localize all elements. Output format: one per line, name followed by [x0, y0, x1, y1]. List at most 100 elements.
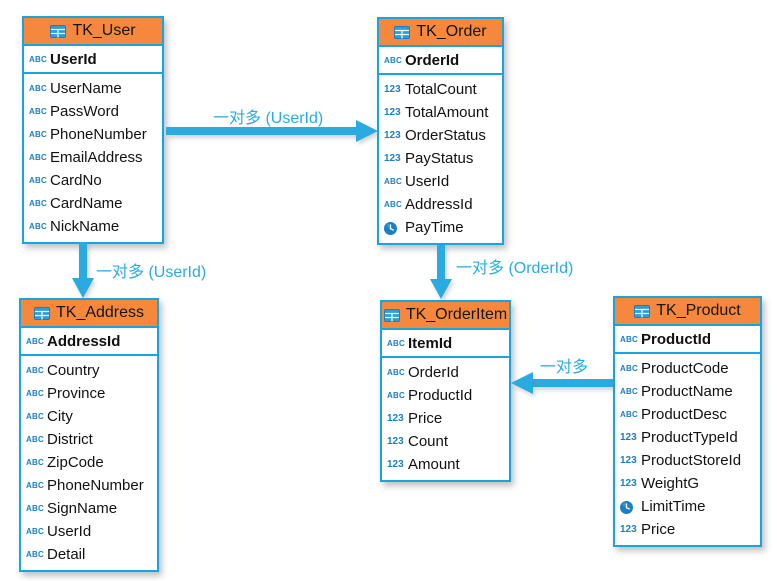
- field-row: PayTime: [379, 216, 502, 239]
- primary-key-name: OrderId: [405, 51, 460, 69]
- field-name: UserId: [47, 523, 92, 540]
- relation-arrow-shaft: [437, 245, 445, 280]
- field-name: PhoneNumber: [50, 126, 147, 143]
- table-title: TK_User: [72, 22, 136, 39]
- table-title: TK_Order: [416, 23, 487, 40]
- abc-text-icon: ABC: [26, 336, 44, 346]
- primary-key-name: ProductId: [641, 330, 711, 348]
- field-row: 123 TotalCount: [379, 78, 502, 101]
- abc-text-icon: ABC: [26, 527, 44, 536]
- abc-text-icon: ABC: [384, 55, 402, 65]
- field-row: 123 OrderStatus: [379, 124, 502, 147]
- field-row: 123 Count: [382, 430, 509, 453]
- relation-arrow-shaft: [533, 379, 613, 387]
- field-name: PhoneNumber: [47, 477, 144, 494]
- field-name: ProductName: [641, 383, 733, 400]
- abc-text-icon: ABC: [29, 176, 47, 185]
- table-grid-icon: [50, 24, 67, 38]
- relation-label: 一对多 (UserId): [213, 110, 324, 127]
- field-name: TotalCount: [405, 81, 477, 98]
- field-name: Detail: [47, 546, 86, 563]
- field-name: TotalAmount: [405, 104, 489, 121]
- 123-number-icon: 123: [620, 524, 637, 535]
- primary-key-row: ABC AddressId: [21, 328, 157, 356]
- 123-number-icon: 123: [387, 413, 404, 424]
- field-name: PayStatus: [405, 150, 474, 167]
- table-header[interactable]: TK_Address: [21, 300, 157, 328]
- abc-text-icon: ABC: [387, 368, 405, 377]
- abc-text-icon: ABC: [29, 199, 47, 208]
- abc-text-icon: ABC: [26, 366, 44, 375]
- primary-key-row: ABC UserId: [24, 46, 162, 74]
- field-name: ProductTypeId: [641, 429, 738, 446]
- abc-text-icon: ABC: [26, 458, 44, 467]
- primary-key-name: UserId: [50, 50, 97, 68]
- table-title: TK_Product: [656, 302, 741, 319]
- table-grid-icon: [33, 306, 50, 320]
- field-name: PayTime: [405, 219, 464, 236]
- field-name: OrderStatus: [405, 127, 486, 144]
- table-title: TK_OrderItem: [405, 306, 508, 323]
- field-name: ProductDesc: [641, 406, 727, 423]
- field-name: Count: [408, 433, 449, 450]
- clock-datetime-icon: [384, 221, 405, 235]
- primary-key-row: ABC ItemId: [382, 330, 509, 358]
- field-name: LimitTime: [641, 498, 706, 515]
- field-name: SignName: [47, 500, 118, 517]
- table-title: TK_Address: [55, 304, 145, 321]
- relation-arrow-shaft: [79, 242, 87, 279]
- abc-text-icon: ABC: [384, 177, 402, 186]
- field-name: PassWord: [50, 103, 119, 120]
- 123-number-icon: 123: [620, 455, 637, 466]
- 123-number-icon: 123: [620, 432, 637, 443]
- field-name: ProductStoreId: [641, 452, 742, 469]
- relation-label: 一对多: [540, 359, 589, 376]
- abc-text-icon: ABC: [620, 334, 638, 344]
- primary-key-name: ItemId: [408, 334, 453, 352]
- table-header[interactable]: TK_Order: [379, 19, 502, 47]
- 123-number-icon: 123: [384, 84, 401, 95]
- abc-text-icon: ABC: [384, 200, 402, 209]
- field-name: District: [47, 431, 93, 448]
- field-name: CardNo: [50, 172, 102, 189]
- field-name: WeightG: [641, 475, 700, 492]
- 123-number-icon: 123: [384, 130, 401, 141]
- table-header[interactable]: TK_Product: [615, 298, 760, 326]
- field-name: Price: [408, 410, 443, 427]
- field-row: 123 ProductStoreId: [615, 449, 760, 472]
- abc-text-icon: ABC: [620, 410, 638, 419]
- relation-label: 一对多 (OrderId): [456, 260, 574, 277]
- abc-text-icon: ABC: [387, 338, 405, 348]
- 123-number-icon: 123: [387, 436, 404, 447]
- field-row: 123 ProductTypeId: [615, 426, 760, 449]
- table-header[interactable]: TK_User: [24, 18, 162, 46]
- table-header[interactable]: TK_OrderItem: [382, 302, 509, 330]
- field-name: OrderId: [408, 364, 459, 381]
- abc-text-icon: ABC: [387, 391, 405, 400]
